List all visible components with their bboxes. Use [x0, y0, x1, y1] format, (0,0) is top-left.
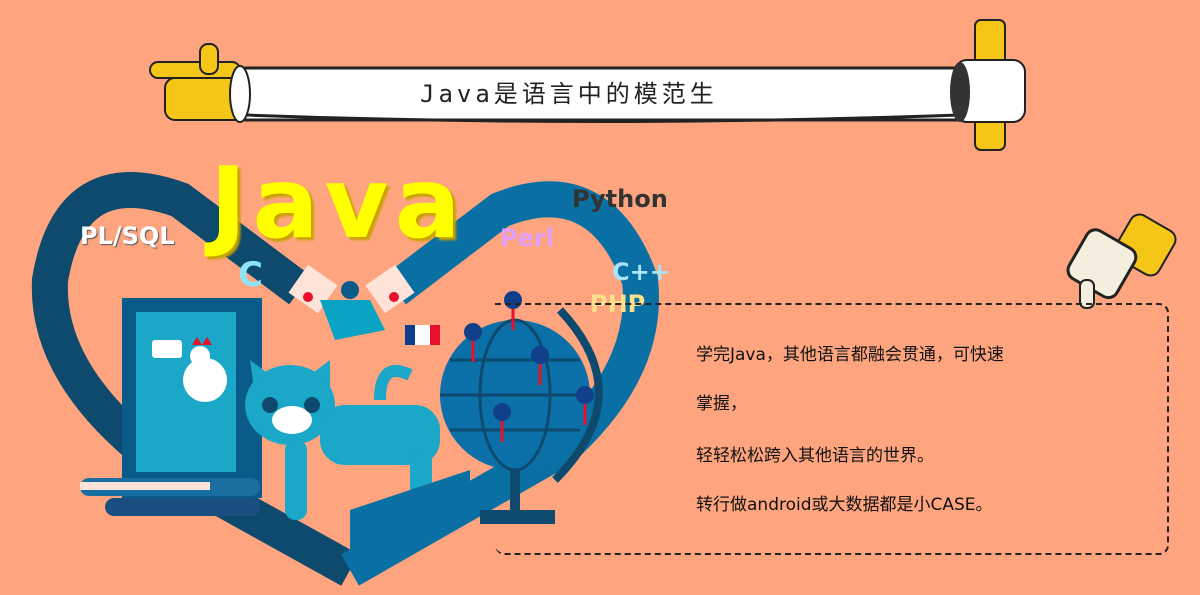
cat-icon: [245, 325, 440, 520]
globe-icon: [440, 291, 603, 524]
book-icon: [80, 298, 262, 516]
description-line: 轻轻松松跨入其他语言的世界。: [696, 446, 934, 466]
java-label: Java: [210, 147, 467, 261]
plsql-label: PL/SQL: [80, 222, 175, 250]
c-label: C: [238, 255, 263, 295]
description-line: 转行做android或大数据都是小CASE。: [696, 495, 993, 515]
description-line: 学完Java，其他语言都融会贯通，可快速: [696, 345, 1004, 365]
pointing-hand-right-icon: [1066, 213, 1177, 309]
platform: [350, 470, 470, 570]
cpp-label: C++: [612, 258, 670, 286]
pointing-hand-left-icon: [149, 43, 251, 123]
perl-label: Perl: [500, 224, 554, 252]
python-label: Python: [572, 185, 668, 213]
banner-title: Java是语言中的模范生: [420, 80, 718, 108]
pencil-hand-icon: [950, 19, 1026, 151]
dark-arm: [31, 172, 359, 586]
handshake-icon: [288, 264, 415, 340]
description-box: [495, 303, 1169, 555]
description-line: 掌握，: [696, 394, 747, 414]
